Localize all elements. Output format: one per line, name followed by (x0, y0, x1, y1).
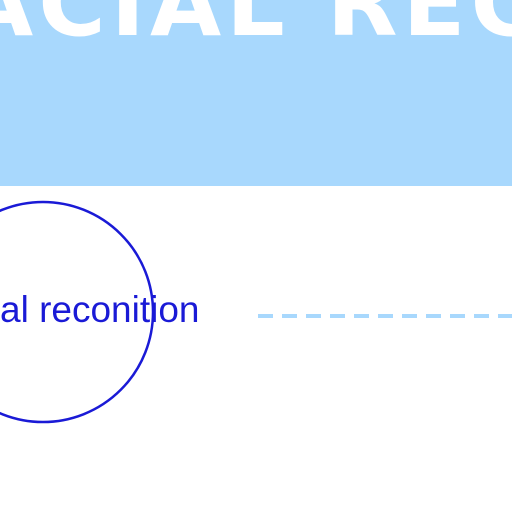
header-banner: ACIAL REC (0, 0, 512, 186)
banner-title: ACIAL REC (0, 0, 512, 57)
node-label: al reconition (0, 289, 200, 330)
node-circle (0, 200, 155, 424)
